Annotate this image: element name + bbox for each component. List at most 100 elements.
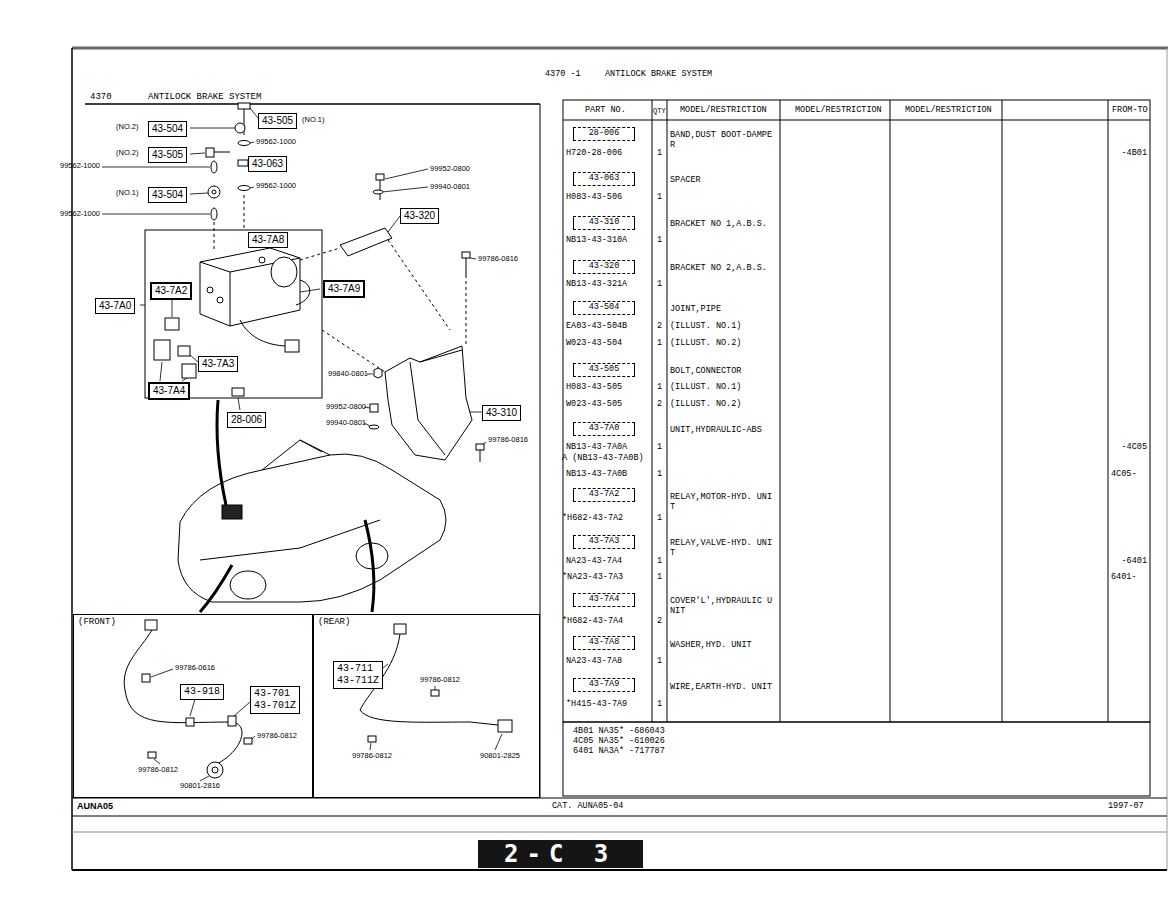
fitting-parts [238, 141, 250, 146]
bracket [373, 190, 383, 194]
callout-box: 43-7A9 [323, 280, 365, 298]
hydraulic-unit [232, 388, 244, 396]
part-number: 43-701 [254, 688, 296, 700]
part-key: 43-7A9 [573, 678, 635, 692]
callout-box: 43-063 [248, 156, 287, 172]
description-cell: (ILLUST. NO.2) [670, 339, 777, 349]
leader-line [382, 187, 428, 192]
description-cell: BRACKET NO 2,A.B.S. [670, 264, 777, 274]
part-number-label: 90801-2825 [480, 752, 520, 761]
leader-line [470, 258, 476, 259]
table-cell: CAT. AUNA05-04 [552, 802, 623, 812]
wheel-sensor [190, 699, 195, 716]
wheel-sensor [234, 702, 250, 716]
part-number: 43-701Z [254, 700, 296, 712]
part-number-label: 99786-0812 [138, 766, 178, 775]
table-cell: 2 [657, 617, 662, 627]
leader-line [160, 362, 162, 381]
hydraulic-unit [271, 257, 297, 287]
table-cell: 1 [657, 700, 662, 710]
fitting-parts [206, 103, 250, 250]
description-cell: (ILLUST. NO.1) [670, 322, 777, 332]
section-heading: 4370 [90, 92, 112, 102]
bracket [376, 174, 384, 180]
table-grid [1108, 100, 1109, 722]
section-title: ANTILOCK BRAKE SYSTEM [148, 92, 261, 102]
table-cell: NA23-43-7A8 [566, 657, 622, 667]
car-outline [200, 520, 380, 560]
part-number: 43-505 [152, 149, 183, 161]
description-cell: WASHER,HYD. UNIT [670, 641, 777, 651]
table-cell: 1 [657, 149, 662, 159]
wheel-sensor [498, 720, 512, 732]
wheel-sensor [200, 776, 209, 781]
leader-line [250, 142, 254, 143]
wheel-sensor [207, 762, 223, 778]
part-number: 43-7A0 [99, 300, 131, 312]
table-cell: 1 [657, 514, 662, 524]
table-header: QTY [653, 107, 666, 115]
table-grid [563, 722, 1150, 796]
part-number-label: 99952-0800 [326, 403, 366, 412]
bracket [480, 450, 481, 462]
description-cell: WIRE,EARTH-HYD. UNIT [670, 683, 777, 693]
part-number-label: 99940-0801 [430, 183, 470, 192]
part-number: 43-063 [252, 158, 283, 170]
page-frame [85, 103, 540, 105]
hydraulic-unit [217, 297, 223, 303]
table-cell: 1 [657, 280, 662, 290]
part-key: 43-310 [573, 216, 635, 230]
leader-line [388, 216, 400, 232]
table-cell: *H682-43-7A4 [562, 617, 623, 627]
description-cell: SPACER [670, 176, 777, 186]
hydraulic-unit [178, 346, 190, 356]
leader-line [102, 167, 210, 168]
wheel-sensor [212, 767, 218, 773]
hydraulic-unit [285, 340, 299, 352]
fitting-parts [214, 222, 215, 250]
part-number-label: 99786-0812 [257, 732, 297, 741]
wheel-sensor [142, 674, 150, 682]
part-key: 43-7A0 [573, 422, 635, 436]
wheel-sensor [148, 752, 156, 758]
part-number-label: 99952-0800 [430, 165, 470, 174]
leader-line [190, 128, 235, 129]
wheel-sensor [495, 734, 502, 750]
description-cell: BAND,DUST BOOT-DAMPE R [670, 131, 777, 151]
page-frame [72, 832, 1167, 833]
table-grid [563, 100, 1150, 796]
page-frame [72, 48, 1168, 870]
page-frame [72, 47, 1168, 50]
part-number: 43-918 [184, 686, 220, 698]
view-panel: (FRONT) 43-918 43-70143-701Z [73, 614, 313, 798]
leader-line [250, 187, 254, 188]
part-number: 43-7A2 [155, 285, 187, 297]
table-cell: 1 [657, 557, 662, 567]
part-key: 43-7A2 [573, 488, 635, 502]
fitting-parts [211, 208, 217, 220]
car-outline [222, 505, 242, 519]
part-number-label: 99786-0812 [420, 676, 460, 685]
car-outline [262, 440, 330, 470]
bracket [300, 248, 340, 260]
car-outline [217, 400, 226, 505]
table-cell: *H682-43-7A2 [562, 514, 623, 524]
part-number-label: 99562-1000 [256, 138, 296, 147]
part-number-label: 99562-1000 [60, 210, 100, 219]
table-grid [890, 100, 891, 722]
bracket [340, 228, 392, 256]
bracket [466, 275, 467, 345]
hydraulic-unit [200, 248, 300, 326]
part-number: 43-7A4 [153, 385, 185, 397]
table-grid [780, 100, 781, 722]
page-frame [478, 840, 643, 868]
hydraulic-unit [200, 258, 300, 326]
wheel-sensor [124, 630, 242, 765]
range-cell: -6401 [1121, 557, 1147, 567]
table-cell: 1997-07 [1108, 802, 1144, 812]
part-number: 43-711 [337, 663, 379, 675]
table-cell: MODEL/RESTRICTION [795, 106, 882, 116]
wheel-sensor [151, 669, 173, 677]
panel-heading: (FRONT) [78, 617, 308, 628]
callout-box: 43-918 [180, 684, 224, 700]
